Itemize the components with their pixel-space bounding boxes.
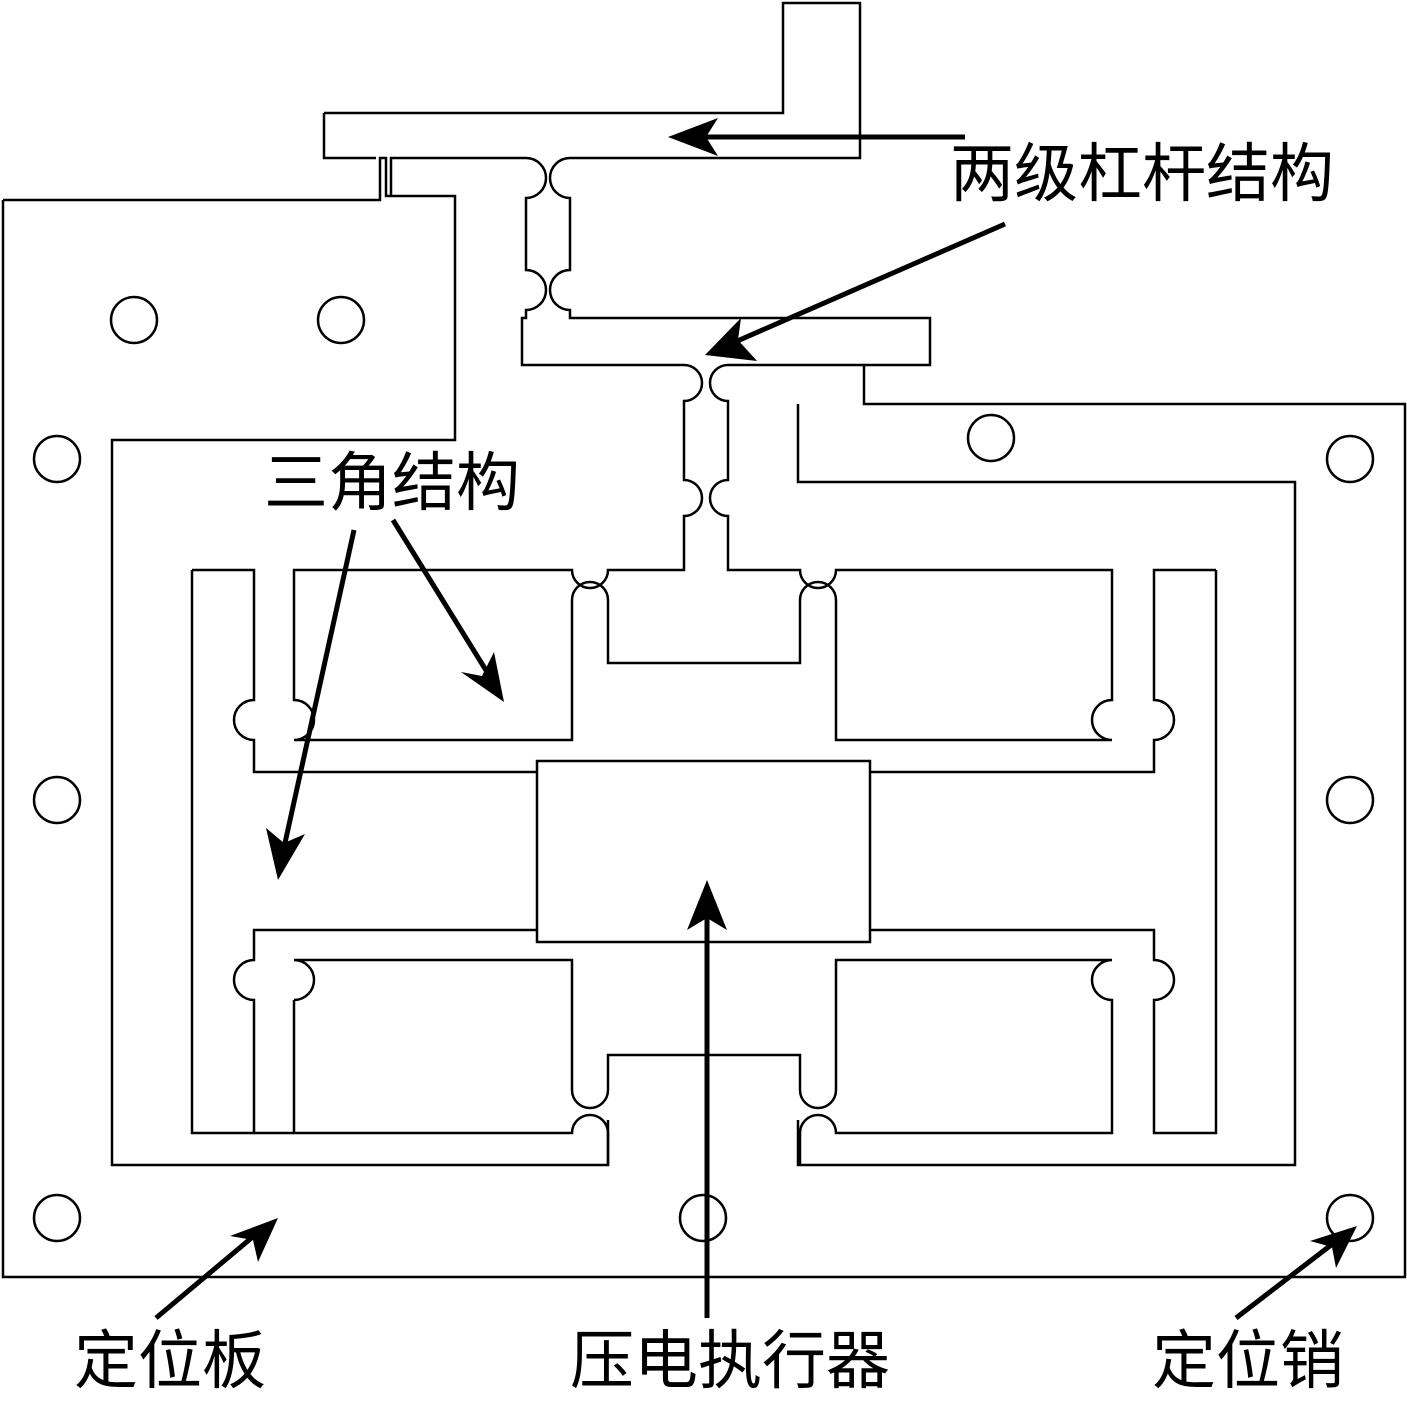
label-positioning-plate: 定位板 (74, 1325, 266, 1399)
label-two-stage-lever: 两级杠杆结构 (950, 138, 1334, 212)
pin-hole-left-lower (32, 1193, 82, 1243)
lower-left-member (292, 958, 1114, 1165)
arrow-lever-2-head (705, 318, 757, 361)
arrow-lever-1-head (668, 118, 718, 156)
pin-hole-right-lower (1325, 1193, 1375, 1243)
label-positioning-pin: 定位销 (1152, 1325, 1344, 1399)
arrow-tri-2-shaft (280, 529, 357, 853)
arrow-tri-2-head (266, 828, 305, 880)
arrow-plate-shaft (154, 1233, 257, 1320)
right-inner-frame (796, 404, 1297, 1167)
upper-right-slot (870, 568, 1218, 1135)
pin-hole-right-middle (1325, 775, 1375, 825)
arrow-plate-head (230, 1218, 278, 1262)
upper-left-slot (190, 568, 536, 1135)
label-piezo-actuator: 压电执行器 (570, 1325, 890, 1399)
arrow-tri-1-shaft (390, 518, 495, 682)
pin-hole-top-right (966, 413, 1016, 463)
pin-hole-bottom-center (678, 1193, 728, 1243)
arrow-lever-2-shaft (733, 221, 1007, 345)
arrow-pin-shaft (1234, 1240, 1337, 1320)
arrow-piezo-head (687, 880, 727, 930)
output-lever (292, 1, 1114, 742)
pin-hole-left-upper (32, 434, 82, 484)
piezo-actuator-block (535, 759, 872, 944)
arrow-tri-1-head (461, 652, 504, 702)
positioning-plate-outline (3, 156, 610, 1167)
arrow-pin-head (1310, 1226, 1357, 1268)
pin-hole-top-left-2 (316, 295, 366, 345)
pin-hole-left-middle (32, 775, 82, 825)
pin-hole-top-left-1 (109, 295, 159, 345)
label-triangle-structure: 三角结构 (264, 447, 520, 521)
pin-hole-right-upper (1325, 434, 1375, 484)
positioning-plate-base (1, 200, 1407, 1279)
